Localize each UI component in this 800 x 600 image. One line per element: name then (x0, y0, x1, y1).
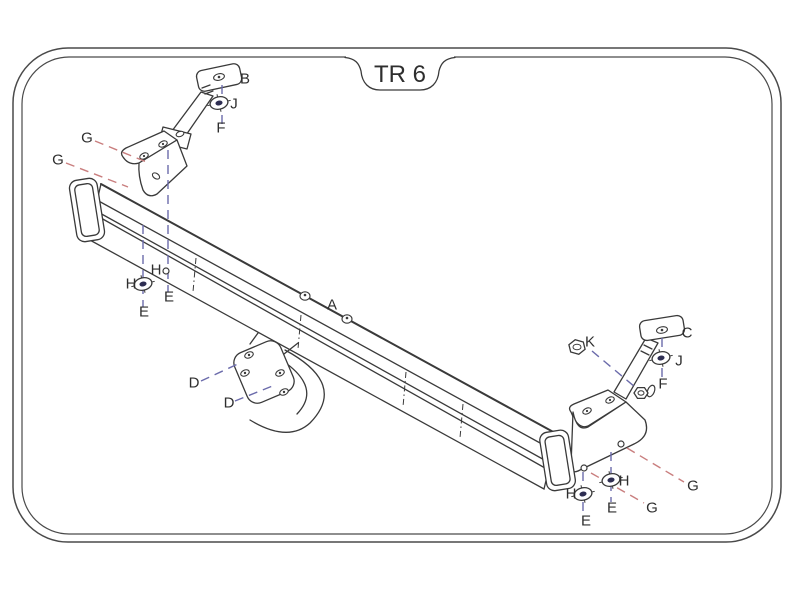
beam-left-cap (68, 177, 106, 243)
left-bracket-side-face (138, 139, 188, 197)
beam-right-cap (539, 429, 577, 492)
beam-inner-line-1 (97, 211, 549, 463)
part-label-H: H (151, 262, 162, 279)
right-foot-hole-dot (608, 398, 612, 402)
border-outer (12, 47, 782, 543)
left-bracket (120, 63, 243, 197)
bolt-icon (633, 384, 656, 400)
left-bracket-foot-pad (120, 130, 178, 165)
beam-right-cap-inner (544, 434, 571, 487)
plate-flange-arc (249, 349, 325, 433)
washer-icon (207, 94, 231, 112)
left-foot-hole-dot (142, 154, 146, 158)
beam-bump-dot (345, 316, 349, 320)
part-label-J: J (675, 353, 683, 370)
hole-mark (617, 440, 625, 448)
part-label-E: E (607, 500, 617, 517)
part-label-H: H (619, 473, 630, 490)
left-foot-hole-dot (161, 142, 165, 146)
washer-icon (571, 485, 595, 503)
part-label-G: G (687, 478, 699, 495)
part-label-H: H (126, 276, 137, 293)
part-label-D: D (224, 395, 235, 412)
part-label-E: E (581, 513, 591, 530)
part-label-K: K (585, 334, 595, 351)
right-bracket (568, 314, 686, 473)
leader-line-blue (234, 384, 276, 402)
leader-line-blue (200, 362, 241, 382)
right-arm-bend-ticks (640, 344, 653, 356)
part-label-G: G (81, 130, 93, 147)
left-arm-bend-ticks (201, 84, 214, 95)
right-bracket-arm (613, 337, 659, 400)
right-foot-hole-dot (585, 409, 589, 413)
part-label-C: C (682, 325, 693, 342)
washer-icon (131, 275, 155, 293)
beam-left-cap-inner (74, 182, 100, 238)
tab-mask (346, 54, 454, 60)
leader-line-red (626, 447, 685, 483)
part-label-F: F (216, 120, 225, 137)
left-bend-hole (175, 130, 185, 138)
part-label-A: A (327, 297, 337, 314)
part-label-F: F (658, 376, 667, 393)
part-label-G: G (646, 500, 658, 517)
part-label-E: E (139, 304, 149, 321)
part-label-G: G (52, 152, 64, 169)
leader-line-red (65, 162, 129, 188)
left-side-slot (151, 172, 161, 180)
beam-face-edge (94, 198, 552, 450)
washer-icon (599, 471, 623, 489)
leader-line-red (590, 472, 645, 504)
plate-gusset-lines (249, 332, 299, 355)
beam-bump-dot (303, 293, 307, 297)
crossbar-beam (87, 183, 558, 490)
plate-bolt-holes (240, 351, 289, 396)
leader-lines (65, 85, 685, 515)
left-pad-slot-dot (217, 75, 221, 79)
hole-mark (162, 267, 170, 275)
nut-icon (568, 338, 586, 356)
part-label-H: H (566, 486, 577, 503)
part-label-J: J (230, 96, 238, 113)
beam-end-caps (68, 177, 577, 492)
right-pad-slot-dot (660, 328, 664, 332)
washer-icon (649, 349, 673, 367)
plate-flange-arc-inner (282, 360, 308, 415)
part-label-D: D (189, 375, 200, 392)
part-label-B: B (240, 71, 250, 88)
diagram-title: TR 6 (374, 61, 426, 88)
leader-line-blue (591, 350, 636, 388)
title-tab (344, 56, 456, 91)
part-label-E: E (164, 289, 174, 306)
fastener-icons (131, 94, 673, 503)
ball-mount-plate (233, 332, 325, 433)
hole-mark (580, 464, 588, 472)
beam-inner-line-2 (100, 217, 546, 469)
drawing-border: TR 6 (12, 47, 782, 543)
leader-line-red (94, 140, 150, 164)
border-inner (21, 56, 773, 535)
beam-top-edge (100, 183, 558, 435)
